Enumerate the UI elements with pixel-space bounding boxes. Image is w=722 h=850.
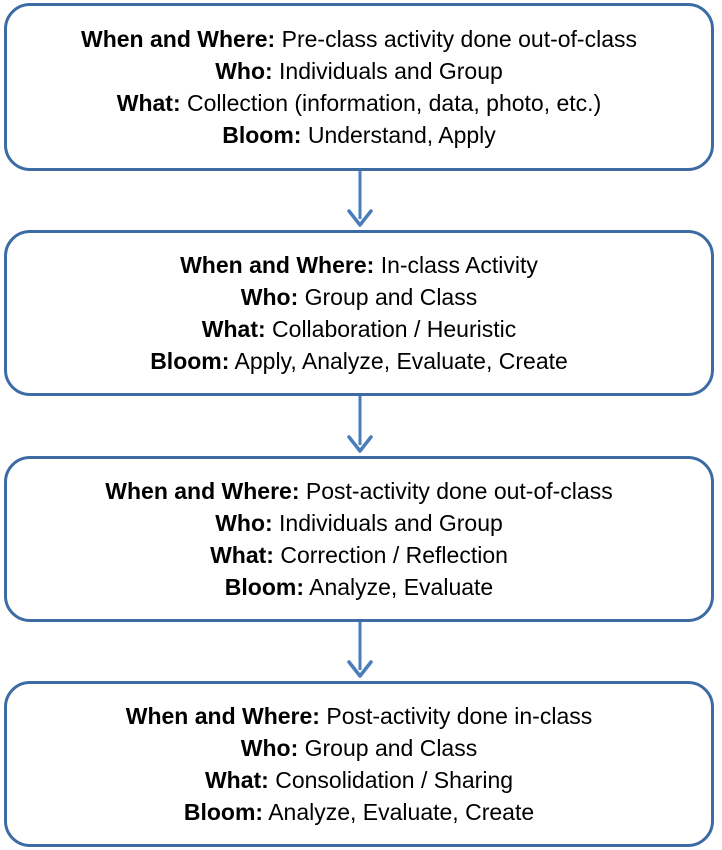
when-where-line: When and Where: Post-activity done in-cl… (126, 700, 593, 732)
who-label: Who: (240, 284, 299, 310)
who-value: Group and Class (298, 735, 478, 761)
bloom-line: Bloom: Analyze, Evaluate, Create (184, 796, 534, 828)
who-line: Who: Group and Class (241, 281, 477, 313)
step-box-3: When and Where: Post-activity done out-o… (4, 456, 714, 622)
when-where-value: Post-activity done in-class (319, 703, 593, 729)
when-where-value: Post-activity done out-of-class (299, 478, 613, 504)
who-value: Individuals and Group (272, 510, 503, 536)
who-label: Who: (215, 510, 273, 536)
bloom-label: Bloom: (183, 799, 264, 825)
when-where-value: Pre-class activity done out-of-class (275, 26, 637, 52)
when-where-label: When and Where: (125, 703, 320, 729)
when-where-label: When and Where: (81, 26, 276, 52)
who-label: Who: (215, 58, 273, 84)
bloom-line: Bloom: Apply, Analyze, Evaluate, Create (150, 345, 568, 377)
who-value: Group and Class (298, 284, 478, 310)
step-box-2: When and Where: In-class Activity Who: G… (4, 230, 714, 396)
who-line: Who: Individuals and Group (215, 507, 503, 539)
what-value: Collection (information, data, photo, et… (180, 90, 602, 116)
what-label: What: (201, 316, 266, 342)
what-line: What: Collection (information, data, pho… (117, 87, 601, 119)
when-where-label: When and Where: (180, 252, 375, 278)
what-value: Collaboration / Heuristic (265, 316, 517, 342)
bloom-value: Analyze, Evaluate, Create (263, 799, 535, 825)
step-box-4: When and Where: Post-activity done in-cl… (4, 681, 714, 847)
when-where-line: When and Where: Pre-class activity done … (81, 23, 637, 55)
bloom-label: Bloom: (224, 574, 304, 600)
what-label: What: (210, 542, 274, 568)
who-label: Who: (240, 735, 299, 761)
bloom-value: Analyze, Evaluate (303, 574, 494, 600)
what-line: What: Collaboration / Heuristic (202, 313, 516, 345)
when-where-line: When and Where: In-class Activity (180, 249, 538, 281)
step-box-1: When and Where: Pre-class activity done … (4, 3, 714, 171)
bloom-value: Apply, Analyze, Evaluate, Create (229, 348, 568, 374)
arrow-down-icon (347, 396, 373, 453)
arrow-down-icon (347, 171, 373, 227)
bloom-value: Understand, Apply (301, 122, 496, 148)
bloom-label: Bloom: (150, 348, 230, 374)
what-line: What: Consolidation / Sharing (205, 764, 513, 796)
bloom-label: Bloom: (222, 122, 302, 148)
arrow-down-icon (347, 622, 373, 678)
when-where-value: In-class Activity (374, 252, 538, 278)
what-value: Consolidation / Sharing (268, 767, 514, 793)
who-value: Individuals and Group (272, 58, 503, 84)
who-line: Who: Individuals and Group (215, 55, 503, 87)
bloom-line: Bloom: Analyze, Evaluate (225, 571, 493, 603)
bloom-line: Bloom: Understand, Apply (222, 119, 496, 151)
when-where-line: When and Where: Post-activity done out-o… (105, 475, 612, 507)
what-line: What: Correction / Reflection (210, 539, 508, 571)
what-label: What: (204, 767, 269, 793)
when-where-label: When and Where: (105, 478, 300, 504)
who-line: Who: Group and Class (241, 732, 477, 764)
what-label: What: (116, 90, 181, 116)
what-value: Correction / Reflection (273, 542, 508, 568)
